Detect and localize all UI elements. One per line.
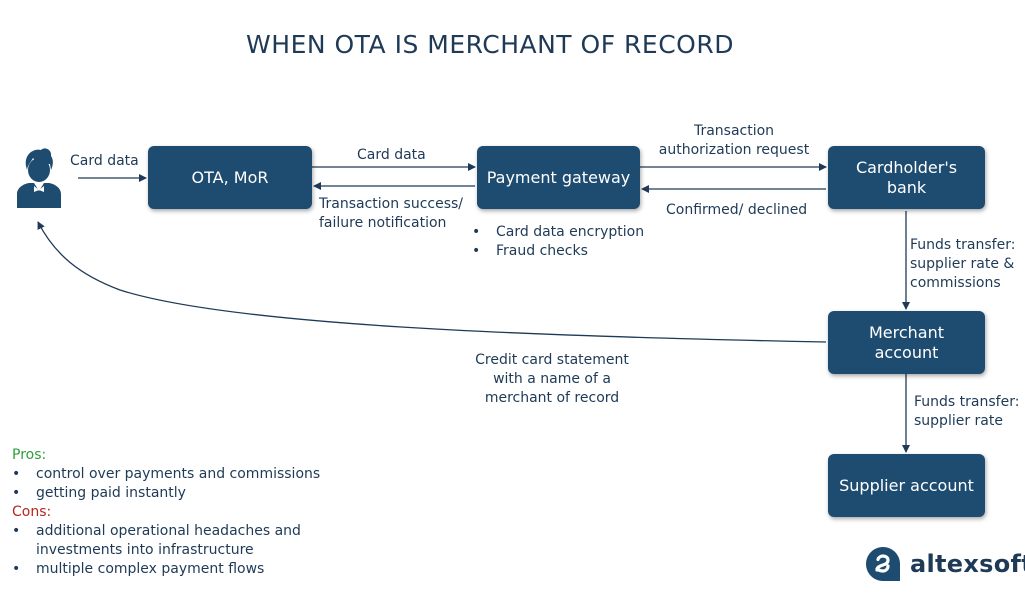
pros-list: control over payments and commissions ge… [12,465,320,503]
edge-label-gateway-to-ota: Transaction success/ failure notificatio… [319,195,463,233]
pros-item: control over payments and commissions [12,465,320,484]
merchant-account-node: Merchant account [828,311,985,374]
payment-gateway-node: Payment gateway [477,146,640,209]
edge-label-merchant-to-user-line2: with a name of a [493,371,611,387]
edge-label-bank-to-merchant: Funds transfer: supplier rate & commissi… [910,236,1015,293]
altexsoft-logo-text: altexsoft [910,550,1025,578]
payment-gateway-label: Payment gateway [486,167,631,187]
edge-label-user-to-ota: Card data [70,153,139,169]
edge-label-gateway-to-bank: Transaction authorization request [644,122,824,160]
user-icon [17,148,61,208]
ota-mor-node: OTA, MoR [148,146,312,209]
edge-label-merchant-to-supplier-line1: Funds transfer: [914,394,1020,410]
cardholders-bank-label-line2: bank [886,177,927,197]
pros-item: getting paid instantly [12,484,320,503]
supplier-account-label: Supplier account [839,475,974,495]
cons-item-line: additional operational headaches and [36,523,301,539]
cons-item: additional operational headaches and inv… [12,522,301,560]
edge-label-bank-to-merchant-line1: Funds transfer: [910,237,1016,253]
arrow-merchant-to-user [37,221,827,343]
diagram-title: WHEN OTA IS MERCHANT OF RECORD [246,30,734,59]
cardholders-bank-label-line1: Cardholder's [855,157,958,177]
merchant-account-label-line1: Merchant [868,322,945,342]
edge-label-bank-to-merchant-line3: commissions [910,275,1001,291]
cons-item: multiple complex payment flows [12,560,301,579]
edge-label-merchant-to-supplier-line2: supplier rate [914,413,1003,429]
edge-label-merchant-to-user-line1: Credit card statement [475,352,629,368]
merchant-account-label-line2: account [874,342,939,362]
cons-item-line: investments into infrastructure [36,542,254,558]
ota-mor-label: OTA, MoR [191,167,269,187]
altexsoft-logo: altexsoft [864,545,1025,583]
edge-label-bank-to-gateway: Confirmed/ declined [666,202,808,218]
edge-label-gateway-to-bank-line2: authorization request [658,142,810,158]
edge-label-merchant-to-user: Credit card statement with a name of a m… [462,351,642,408]
edge-label-bank-to-merchant-line2: supplier rate & [910,256,1015,272]
cardholders-bank-node: Cardholder's bank [828,146,985,209]
edge-label-gateway-to-bank-line1: Transaction [693,123,775,139]
pros-heading: Pros: [12,447,47,463]
gateway-note-item: Fraud checks [472,242,644,261]
edge-label-gateway-to-ota-line2: failure notification [319,215,447,231]
gateway-notes-list: Card data encryption Fraud checks [472,223,644,261]
edge-label-merchant-to-user-line3: merchant of record [484,390,620,406]
cons-heading: Cons: [12,504,52,520]
edge-label-ota-to-gateway: Card data [357,147,426,163]
gateway-note-item: Card data encryption [472,223,644,242]
supplier-account-node: Supplier account [828,454,985,517]
cons-list: additional operational headaches and inv… [12,522,301,579]
altexsoft-logo-icon [866,547,900,581]
edge-label-gateway-to-ota-line1: Transaction success/ [319,196,464,212]
edge-label-merchant-to-supplier: Funds transfer: supplier rate [914,393,1019,431]
